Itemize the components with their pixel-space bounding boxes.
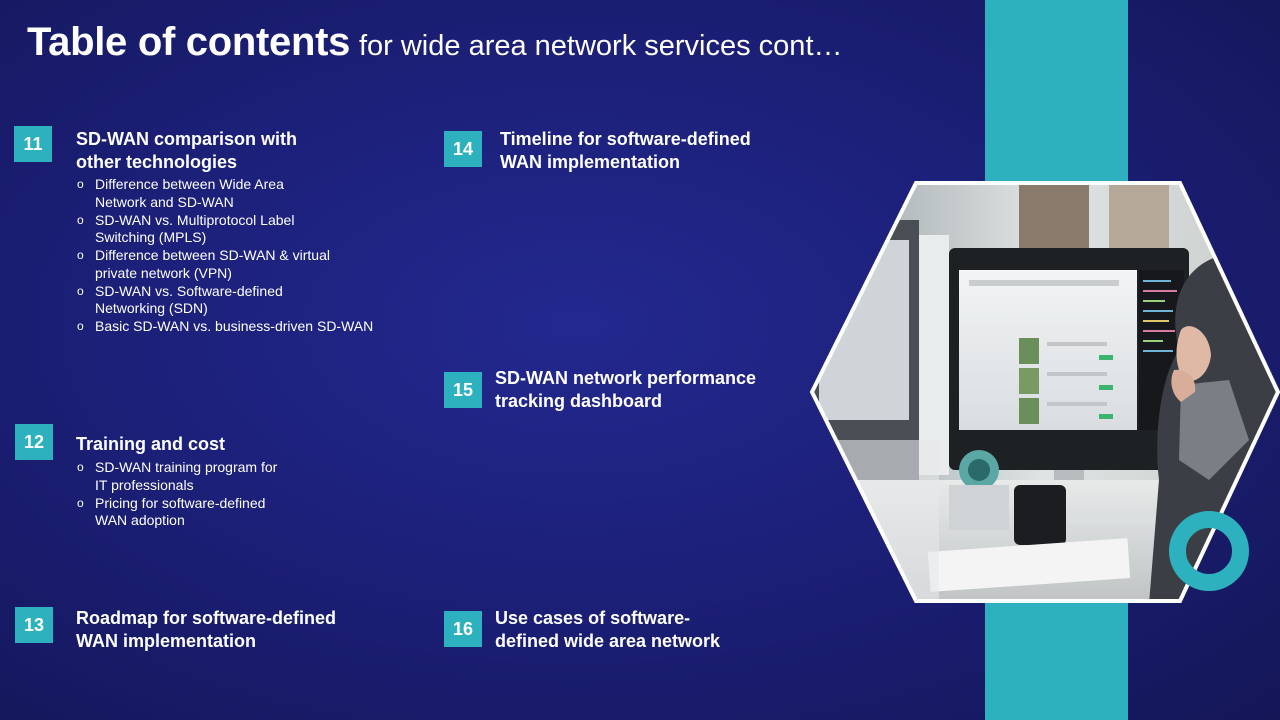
subitem-line: Difference between Wide Area [95, 176, 284, 192]
title-bold-part: Table of contents [27, 20, 351, 64]
item-number-badge-11: 11 [14, 126, 52, 162]
item-title-16[interactable]: Use cases of software- defined wide area… [495, 607, 720, 653]
item-title-11[interactable]: SD-WAN comparison with other technologie… [76, 128, 297, 174]
item-title-line: other technologies [76, 152, 238, 172]
subitem-line: IT professionals [95, 476, 194, 493]
item-title-line: SD-WAN network performance [495, 368, 757, 388]
item-number-badge-14: 14 [444, 131, 482, 167]
item-title-line: SD-WAN comparison with [76, 129, 298, 149]
subitem-line: Difference between SD-WAN & virtual [95, 247, 330, 263]
subitem[interactable]: SD-WAN vs. Multiprotocol LabelSwitching … [76, 212, 373, 247]
subitem-line: Switching (MPLS) [95, 229, 207, 245]
office-computer-photo-illustration [809, 181, 1280, 603]
item-number-badge-15: 15 [444, 372, 482, 408]
decorative-ring [1169, 511, 1249, 591]
item-number-badge-12: 12 [15, 424, 53, 460]
item-title-line: Roadmap for software-defined [76, 608, 337, 628]
subitem-line: SD-WAN vs. Software-defined [95, 282, 283, 299]
item-title-line: WAN implementation [500, 152, 681, 172]
subitem-line: Basic SD-WAN vs. business-driven SD-WAN [95, 318, 374, 334]
item-title-13[interactable]: Roadmap for software-defined WAN impleme… [76, 607, 336, 653]
item-title-15[interactable]: SD-WAN network performance tracking dash… [495, 367, 756, 413]
item-number-badge-13: 13 [15, 607, 53, 643]
hexagon-photo [809, 180, 1280, 604]
item-title-line: defined wide area network [495, 631, 721, 651]
item-number-badge-16: 16 [444, 611, 482, 647]
item-title-14[interactable]: Timeline for software-defined WAN implem… [500, 128, 751, 174]
subitem-line: Networking (SDN) [95, 300, 208, 316]
title-subtitle-part: for wide area network services cont… [358, 30, 843, 62]
item-title-line: tracking dashboard [495, 391, 663, 411]
item-title-line: WAN implementation [76, 631, 257, 651]
page-title: Table of contents for wide area network … [27, 20, 843, 65]
item-title-line: Training and cost [76, 434, 226, 454]
subitem[interactable]: Difference between SD-WAN & virtualpriva… [76, 247, 373, 282]
subitem-line: Network and SD-WAN [95, 193, 234, 210]
subitem-line: SD-WAN vs. Multiprotocol Label [95, 211, 295, 228]
subitem-line: SD-WAN training program for [95, 459, 278, 475]
subitem[interactable]: Basic SD-WAN vs. business-driven SD-WAN [76, 318, 373, 336]
subitem-line: private network (VPN) [95, 264, 232, 281]
subitem-line: Pricing for software-defined [95, 494, 266, 511]
item-title-line: Timeline for software-defined [500, 129, 751, 149]
item-title-line: Use cases of software- [495, 608, 691, 628]
subitem-line: WAN adoption [95, 512, 185, 528]
item-title-12[interactable]: Training and cost [76, 433, 225, 456]
